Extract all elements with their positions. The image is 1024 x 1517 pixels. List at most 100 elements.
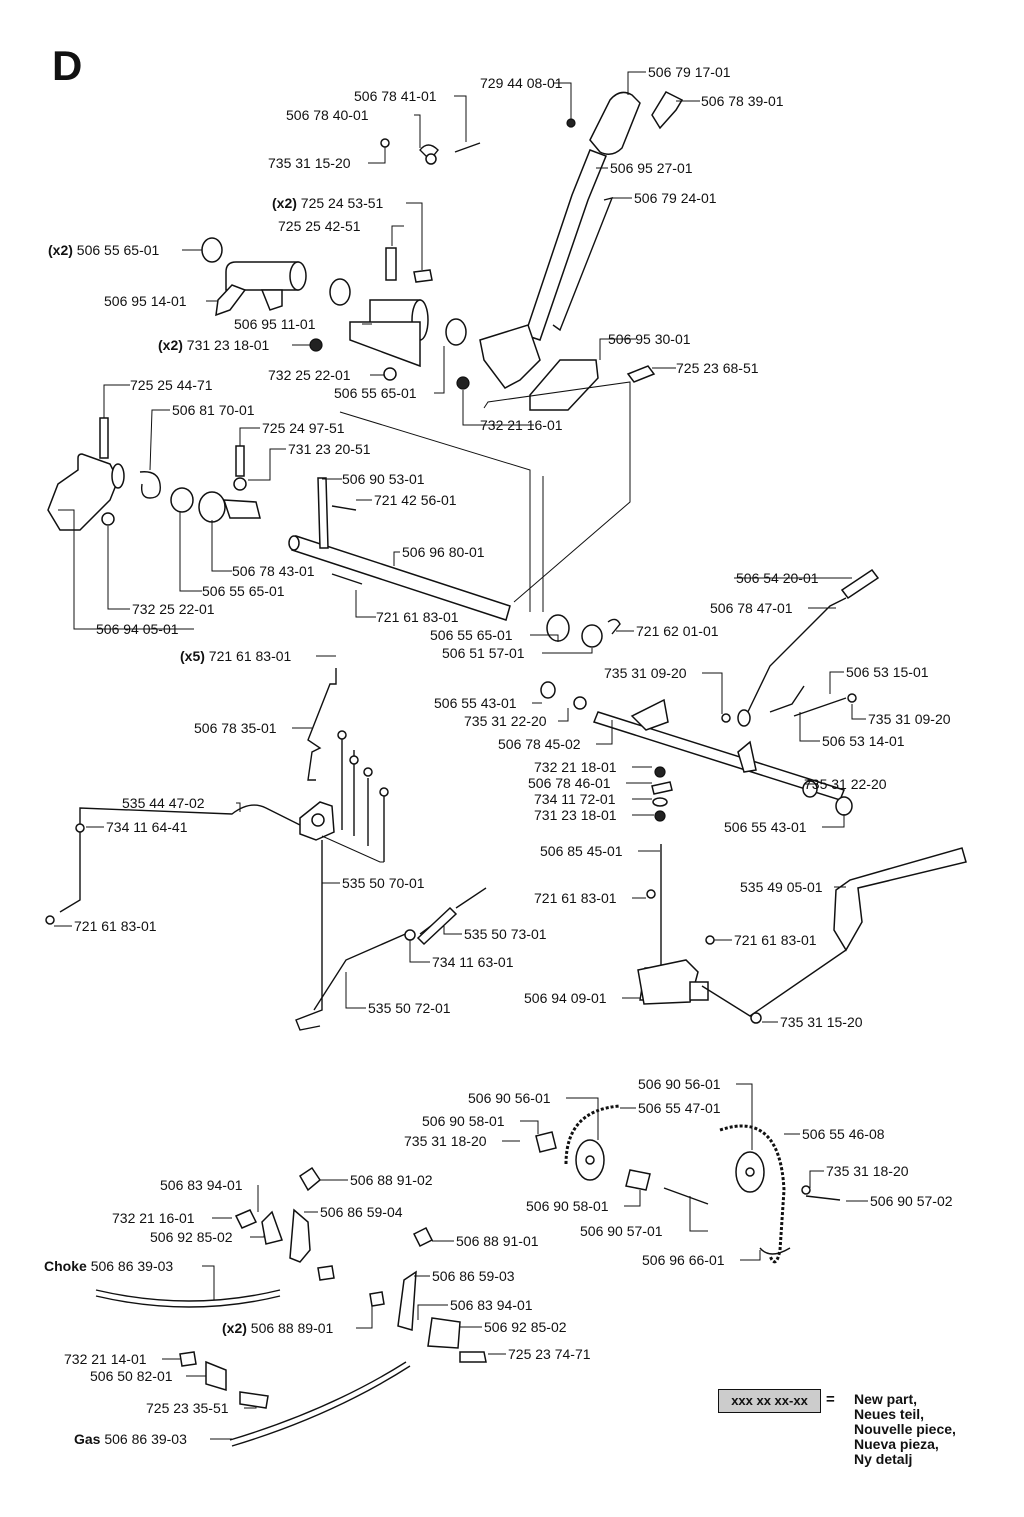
part-label: 506 50 82-01 (90, 1368, 173, 1384)
new-part-legend-text: New part, Neues teil, Nouvelle piece, Nu… (854, 1392, 956, 1467)
part-label: 506 78 46-01 (528, 775, 611, 791)
part-label: 506 53 15-01 (846, 664, 929, 680)
part-label: 506 55 65-01 (334, 385, 417, 401)
part-label: 535 50 70-01 (342, 875, 425, 891)
part-label: (x2) 506 55 65-01 (48, 242, 160, 258)
part-label: 725 23 74-71 (508, 1346, 591, 1362)
part-label: 732 25 22-01 (132, 601, 215, 617)
part-label: 506 83 94-01 (160, 1177, 243, 1193)
part-label: 735 31 09-20 (604, 665, 687, 681)
legend-line: Nouvelle piece, (854, 1421, 956, 1437)
part-label: 506 79 17-01 (648, 64, 731, 80)
part-label: 506 54 20-01 (736, 570, 819, 586)
part-label: 506 78 43-01 (232, 563, 315, 579)
part-label: 721 61 83-01 (734, 932, 817, 948)
part-label: 506 90 57-02 (870, 1193, 953, 1209)
part-label: 506 94 05-01 (96, 621, 179, 637)
part-label: (x2) 725 24 53-51 (272, 195, 384, 211)
part-label: 735 31 18-20 (404, 1133, 487, 1149)
part-label: 506 51 57-01 (442, 645, 525, 661)
part-label: 506 96 80-01 (402, 544, 485, 560)
part-label: 506 78 41-01 (354, 88, 437, 104)
part-label: 732 25 22-01 (268, 367, 351, 383)
part-label: 506 88 91-01 (456, 1233, 539, 1249)
part-label: 731 23 18-01 (534, 807, 617, 823)
part-label: 734 11 72-01 (534, 791, 616, 807)
part-label: 506 78 35-01 (194, 720, 277, 736)
part-label: 732 21 18-01 (534, 759, 617, 775)
part-label: 506 92 85-02 (484, 1319, 567, 1335)
part-label: 721 42 56-01 (374, 492, 457, 508)
part-label: 732 21 16-01 (112, 1210, 195, 1226)
part-label: 725 24 97-51 (262, 420, 345, 436)
part-label: (x5) 721 61 83-01 (180, 648, 292, 664)
part-label: 506 55 43-01 (724, 819, 807, 835)
part-label: 506 86 59-04 (320, 1204, 403, 1220)
lever-assembly-drawing (201, 91, 684, 411)
part-label: 506 90 56-01 (468, 1090, 551, 1106)
part-label: 506 53 14-01 (822, 733, 905, 749)
part-label: 725 23 68-51 (676, 360, 759, 376)
part-label: 721 61 83-01 (74, 918, 157, 934)
part-label: 735 31 22-20 (804, 776, 887, 792)
part-label: 506 78 45-02 (498, 736, 581, 752)
part-label: (x2) 731 23 18-01 (158, 337, 270, 353)
part-label: 735 31 22-20 (464, 713, 547, 729)
part-label: 506 90 57-01 (580, 1223, 663, 1239)
part-label: 735 31 15-20 (268, 155, 351, 171)
part-label: 506 95 11-01 (234, 316, 316, 332)
part-label: 735 31 15-20 (780, 1014, 863, 1030)
part-label: 721 61 83-01 (534, 890, 617, 906)
part-label: 735 31 18-20 (826, 1163, 909, 1179)
shaft-assembly-drawing (47, 381, 631, 648)
legend-line: Ny detalj (854, 1451, 913, 1467)
chain-cable-drawing (95, 1104, 841, 1447)
part-label: 729 44 08-01 (480, 75, 563, 91)
part-label: 725 25 44-71 (130, 377, 213, 393)
part-label: 732 21 16-01 (480, 417, 563, 433)
part-label: 535 50 72-01 (368, 1000, 451, 1016)
part-label: 506 92 85-02 (150, 1229, 233, 1245)
part-label: 506 88 91-02 (350, 1172, 433, 1188)
part-label: 725 23 35-51 (146, 1400, 229, 1416)
part-label: 721 62 01-01 (636, 623, 719, 639)
part-label: 735 31 09-20 (868, 711, 951, 727)
part-label: 506 55 46-08 (802, 1126, 885, 1142)
new-part-legend-sample: xxx xx xx-xx (718, 1389, 821, 1413)
part-label: 506 78 40-01 (286, 107, 369, 123)
part-label: Choke 506 86 39-03 (44, 1258, 173, 1274)
part-label: (x2) 506 88 89-01 (222, 1320, 334, 1336)
part-label: 506 90 58-01 (422, 1113, 505, 1129)
part-label: 506 95 14-01 (104, 293, 187, 309)
part-label: 732 21 14-01 (64, 1351, 147, 1367)
part-label: 731 23 20-51 (288, 441, 371, 457)
legend-equals: = (826, 1391, 835, 1408)
part-label: 506 79 24-01 (634, 190, 717, 206)
part-label: 506 90 56-01 (638, 1076, 721, 1092)
part-label: 506 83 94-01 (450, 1297, 533, 1313)
part-label: 734 11 63-01 (432, 954, 514, 970)
part-labels: 729 44 08-01 506 79 17-01 506 78 41-01 5… (44, 64, 953, 1447)
part-label: 506 90 58-01 (526, 1198, 609, 1214)
part-label: 506 78 47-01 (710, 600, 793, 616)
part-label: 506 55 43-01 (434, 695, 517, 711)
legend-line: Nueva pieza, (854, 1436, 939, 1452)
part-label: 506 78 39-01 (701, 93, 784, 109)
part-label: 535 50 73-01 (464, 926, 547, 942)
part-label: 506 90 53-01 (342, 471, 425, 487)
linkage-drawing (45, 668, 487, 1031)
part-label: 721 61 83-01 (376, 609, 459, 625)
section-letter: D (52, 42, 82, 89)
part-label: 506 86 59-03 (432, 1268, 515, 1284)
legend-line: Neues teil, (854, 1406, 925, 1422)
part-label: 506 95 27-01 (610, 160, 693, 176)
cross-shaft-drawing (540, 568, 967, 1024)
part-label: 506 95 30-01 (608, 331, 691, 347)
part-label: 734 11 64-41 (106, 819, 188, 835)
part-label: 506 55 47-01 (638, 1100, 721, 1116)
part-label: 535 44 47-02 (122, 795, 205, 811)
part-label: 506 94 09-01 (524, 990, 607, 1006)
part-label: 506 85 45-01 (540, 843, 623, 859)
part-label: 506 96 66-01 (642, 1252, 725, 1268)
